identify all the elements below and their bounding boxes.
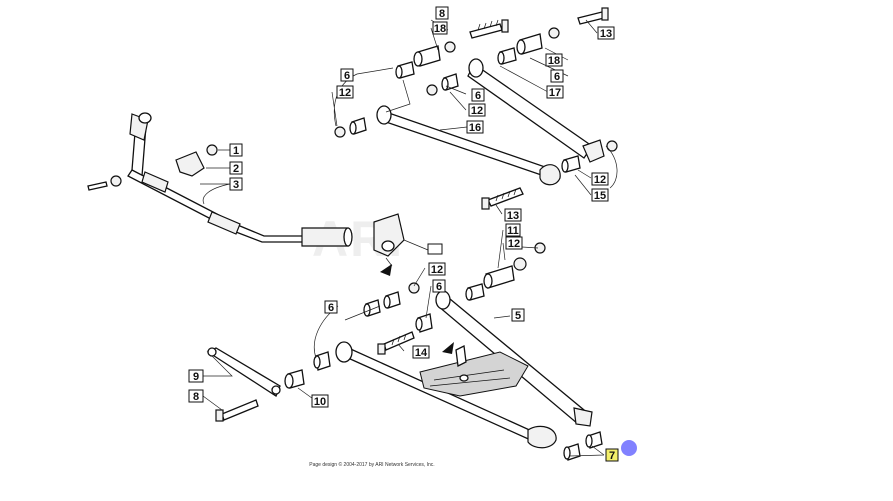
svg-text:8: 8 [439,8,445,20]
callout-10[interactable]: 10 [311,394,329,408]
callout-4[interactable] [427,243,443,255]
lower-a-arm-assembly [202,229,605,461]
callout-12c[interactable]: 12 [591,172,609,186]
svg-text:8: 8 [193,391,199,403]
svg-text:12: 12 [471,105,483,117]
lower-a-arm [335,290,593,449]
svg-text:6: 6 [436,281,442,293]
bracket-nut [206,144,218,156]
svg-text:1: 1 [233,145,239,157]
svg-text:17: 17 [549,87,561,99]
upper-bolt-right [577,7,609,25]
svg-text:18: 18 [548,55,560,67]
svg-text:6: 6 [328,302,334,314]
svg-text:15: 15 [594,190,606,202]
callout-16[interactable]: 16 [466,120,484,134]
callout-6e[interactable]: 6 [324,300,338,314]
callout-11[interactable]: 11 [505,223,521,237]
svg-text:18: 18 [434,23,446,35]
svg-text:2: 2 [233,163,239,175]
svg-text:12: 12 [508,238,520,250]
svg-text:16: 16 [469,122,481,134]
hotspot-marker[interactable] [621,440,637,456]
callout-17[interactable]: 17 [546,85,564,99]
callout-6b[interactable]: 6 [550,69,564,83]
callout-6a[interactable]: 6 [340,68,354,82]
svg-text:7: 7 [609,450,615,462]
svg-text:6: 6 [344,70,350,82]
callout-15[interactable]: 15 [591,188,609,202]
direction-arrow-lower [442,342,454,354]
callout-9[interactable]: 9 [188,369,204,383]
callout-18a[interactable]: 18 [432,21,448,35]
callout-13a[interactable]: 13 [597,26,615,40]
svg-text:12: 12 [339,87,351,99]
clamp-bracket [175,151,205,177]
callout-8a[interactable]: 8 [435,6,449,20]
lower-arm-hardware [284,242,603,461]
callout-6c[interactable]: 6 [471,88,485,102]
callout-6d[interactable]: 6 [432,279,446,293]
svg-text:12: 12 [431,264,443,276]
callout-7[interactable]: 7 [605,448,619,462]
svg-text:14: 14 [415,347,428,359]
svg-text:9: 9 [193,371,199,383]
svg-text:11: 11 [507,225,519,237]
callout-8b[interactable]: 8 [188,389,204,403]
upper-bolt-left [469,19,509,39]
upper-a-arm [376,58,605,186]
callout-18b[interactable]: 18 [545,53,563,67]
callout-1[interactable]: 1 [229,143,243,157]
copyright-text: Page design © 2004-2017 by ARI Network S… [309,461,434,468]
svg-text:5: 5 [515,310,521,322]
svg-text:3: 3 [233,179,239,191]
svg-text:6: 6 [554,71,560,83]
callout-12b[interactable]: 12 [468,103,486,117]
svg-text:6: 6 [475,90,481,102]
stabilizer-bar-assembly [87,112,429,276]
callout-2[interactable]: 2 [229,161,243,175]
svg-text:13: 13 [507,210,519,222]
callout-5[interactable]: 5 [511,308,525,322]
svg-text:10: 10 [314,396,326,408]
link-plate [206,347,281,422]
callout-13b[interactable]: 13 [504,208,522,222]
direction-arrow-upper [380,264,392,276]
callout-12d[interactable]: 12 [505,236,523,250]
svg-text:12: 12 [594,174,606,186]
upper-a-arm-assembly [331,7,618,215]
callout-12e[interactable]: 12 [428,262,446,276]
callout-12a[interactable]: 12 [336,85,354,99]
callout-14[interactable]: 14 [412,345,430,359]
upper-arm-lower-bolt [481,187,524,210]
upper-bushings [334,27,618,173]
svg-text:13: 13 [600,28,612,40]
callout-3[interactable]: 3 [229,177,243,191]
